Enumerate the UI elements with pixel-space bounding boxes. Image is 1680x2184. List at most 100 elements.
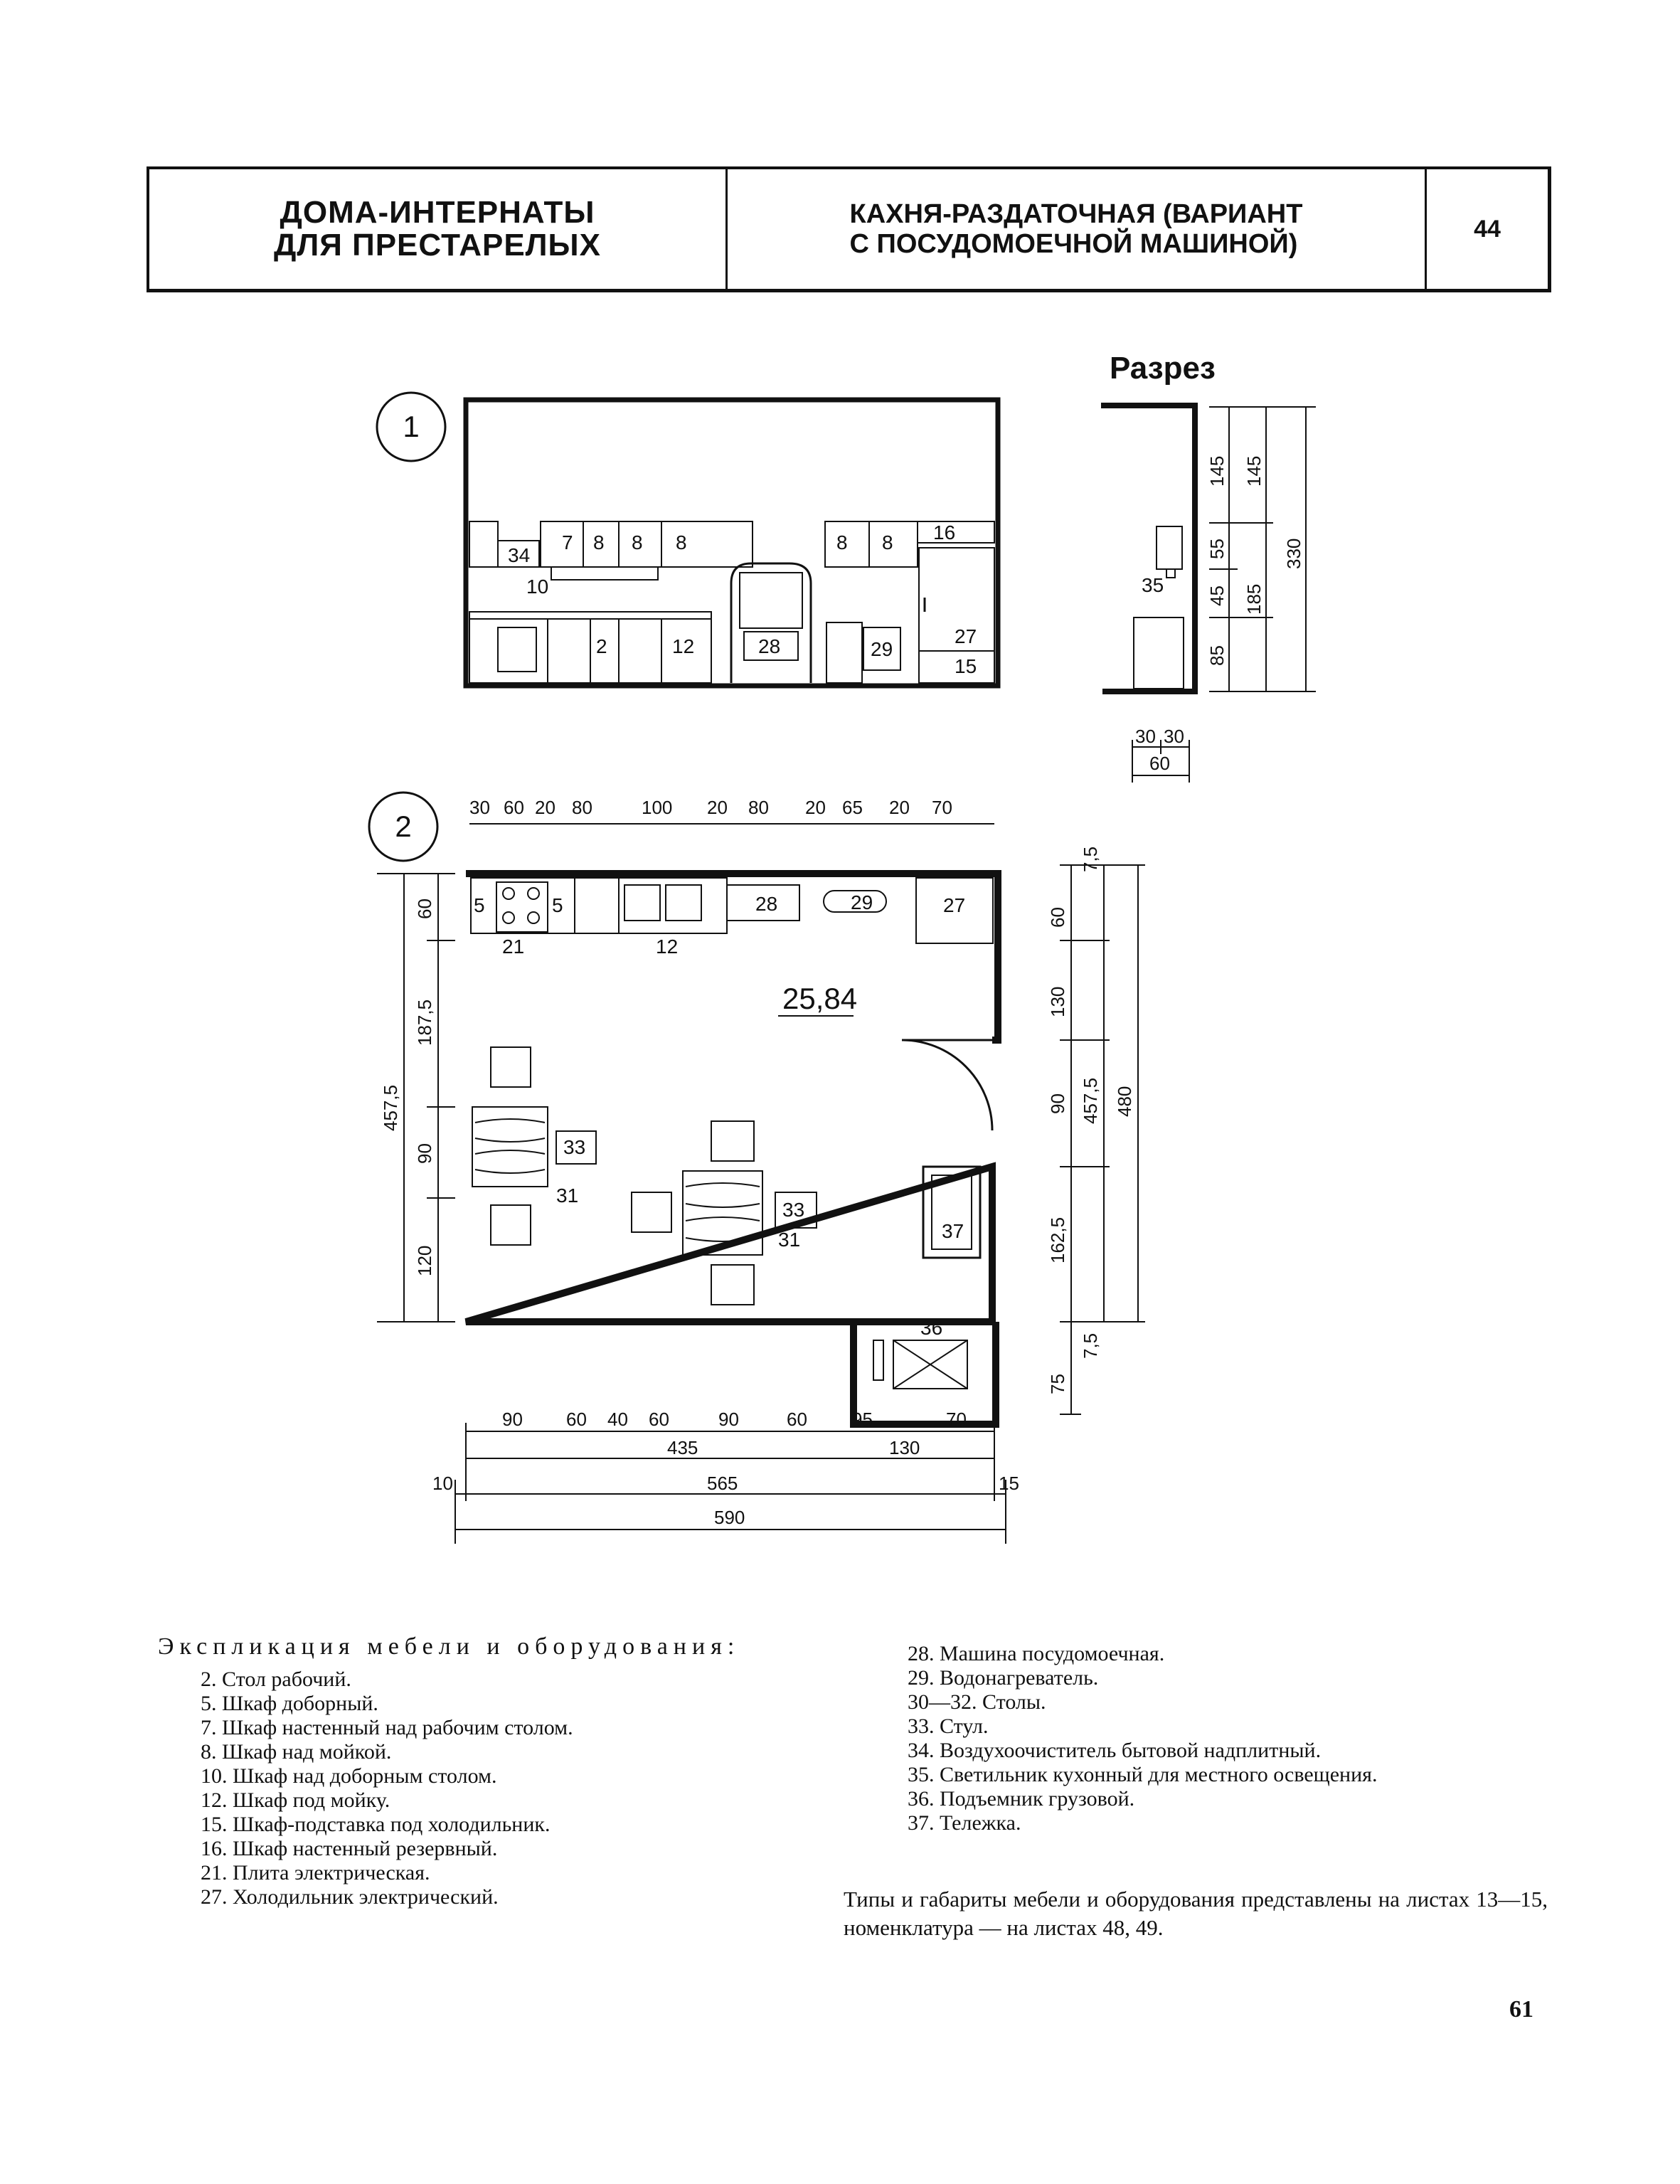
legend-item: 15. Шкаф-подставка под холодильник.	[201, 1813, 551, 1836]
left-dim-120: 120	[414, 1246, 435, 1276]
dishwasher-plan-28	[726, 884, 800, 921]
section-dim-145b: 145	[1243, 456, 1265, 487]
label-8d: 8	[836, 531, 848, 553]
top-dim-100: 100	[642, 797, 672, 818]
section-dim-30b: 30	[1164, 726, 1184, 747]
water-heater-29	[826, 622, 863, 684]
plan-label-28: 28	[755, 893, 777, 915]
bottom-dim-435: 435	[667, 1437, 698, 1458]
sink-bowl-1	[624, 884, 661, 921]
section-title: Разрез	[1110, 351, 1216, 386]
section-wall	[1101, 403, 1198, 694]
series-title-cell: ДОМА-ИНТЕРНАТЫ ДЛЯ ПРЕСТАРЕЛЫХ	[149, 169, 728, 289]
right-dim-480: 480	[1114, 1086, 1135, 1117]
label-7: 7	[562, 531, 573, 553]
legend-item: 34. Воздухоочиститель бытовой надплитный…	[908, 1739, 1322, 1762]
section-dim-45: 45	[1206, 585, 1228, 606]
section-dim-185: 185	[1243, 584, 1265, 615]
bottom-dim-590: 590	[714, 1507, 745, 1528]
trolley-37	[922, 1165, 982, 1259]
legend-note: Типы и габариты мебели и оборудования пр…	[844, 1887, 1548, 1940]
cabinet-34-side	[469, 521, 499, 568]
left-dim-187-5: 187,5	[414, 1000, 435, 1046]
legend-left-column: 2. Стол рабочий. 5. Шкаф доборный. 7. Шк…	[201, 1668, 573, 1909]
legend-item: 5. Шкаф доборный.	[201, 1692, 378, 1715]
chair-33a	[555, 1130, 597, 1165]
top-dim-20c: 20	[805, 797, 826, 818]
legend-item: 37. Тележка.	[908, 1811, 1021, 1835]
sink-bowl-2	[665, 884, 702, 921]
label-35: 35	[1142, 574, 1164, 596]
legend-item: 28. Машина посудомоечная.	[908, 1642, 1165, 1665]
chair-33b	[775, 1192, 817, 1229]
left-dim-60: 60	[414, 898, 435, 919]
bottom-dim-60b: 60	[649, 1409, 669, 1430]
table-31a	[472, 1106, 548, 1187]
page-number: 61	[1509, 1996, 1533, 2023]
label-8e: 8	[882, 531, 893, 553]
right-dim-90: 90	[1047, 1093, 1068, 1114]
plan-label-5b: 5	[552, 894, 563, 916]
right-dim-60: 60	[1047, 907, 1068, 928]
left-dim-457-5: 457,5	[380, 1085, 401, 1131]
sheet-number: 44	[1474, 215, 1501, 243]
plan-label-21: 21	[502, 935, 524, 958]
lift-36	[893, 1340, 968, 1389]
stand-15	[918, 650, 995, 684]
plan-label-5a: 5	[474, 894, 485, 916]
section-base-cabinet	[1133, 617, 1184, 689]
legend-item: 8. Шкаф над мойкой.	[201, 1740, 392, 1764]
title-block: ДОМА-ИНТЕРНАТЫ ДЛЯ ПРЕСТАРЕЛЫХ КАХНЯ-РАЗ…	[147, 166, 1551, 292]
plan-label-31a: 31	[556, 1184, 578, 1207]
cabinet-16	[917, 521, 995, 544]
legend-item: 29. Водонагреватель.	[908, 1666, 1099, 1690]
lift-shaft-walls	[850, 1322, 999, 1428]
section-dim-85: 85	[1206, 645, 1228, 666]
bottom-dim-90b: 90	[718, 1409, 739, 1430]
plan-label-31b: 31	[778, 1229, 800, 1251]
cabinet-10	[551, 566, 659, 581]
legend-item: 36. Подъемник грузовой.	[908, 1787, 1135, 1811]
section-upper-cabinet	[1156, 526, 1183, 570]
legend-item: 2. Стол рабочий.	[201, 1668, 351, 1691]
upper-cabinets-right	[824, 521, 918, 568]
bottom-dim-90a: 90	[502, 1409, 523, 1430]
plan-label-33b: 33	[782, 1199, 804, 1221]
air-purifier-34	[497, 540, 540, 568]
bottom-dim-70: 70	[946, 1409, 967, 1430]
label-12: 12	[672, 635, 694, 657]
top-dim-65: 65	[842, 797, 863, 818]
top-dim-20b: 20	[707, 797, 728, 818]
chair-1	[490, 1046, 531, 1088]
top-dim-20d: 20	[889, 797, 910, 818]
top-dim-20a: 20	[535, 797, 555, 818]
section-dim-30a: 30	[1135, 726, 1156, 747]
legend-item: 33. Стул.	[908, 1714, 989, 1738]
chair-2	[490, 1204, 531, 1246]
right-dim-162-5: 162,5	[1047, 1217, 1068, 1263]
stove-21	[496, 881, 548, 933]
label-8c: 8	[676, 531, 687, 553]
bottom-dim-60c: 60	[787, 1409, 807, 1430]
kitchen-drawing: 1 34 7 8 8 8 10 2 12 28 8 8	[368, 351, 1316, 1544]
dishwasher-28	[730, 562, 812, 683]
top-dim-30: 30	[469, 797, 490, 818]
bottom-dim-565: 565	[707, 1473, 738, 1494]
section-lamp-35	[1166, 568, 1176, 578]
view-marker-2	[368, 791, 439, 862]
legend-item: 12. Шкаф под мойку.	[201, 1788, 390, 1812]
view-marker-1	[376, 391, 447, 462]
bottom-dim-10: 10	[432, 1473, 453, 1494]
room-area: 25,84	[782, 982, 857, 1015]
top-dim-60: 60	[504, 797, 524, 818]
plan-view: 2 5 5 21 12 28 29 27 25,84 33	[368, 791, 1145, 1544]
label-28: 28	[758, 635, 780, 657]
top-dim-80b: 80	[748, 797, 769, 818]
label-10: 10	[526, 576, 548, 598]
left-dim-90: 90	[414, 1143, 435, 1164]
sheet-title-cell: КАХНЯ-РАЗДАТОЧНАЯ (ВАРИАНТ С ПОСУДОМОЕЧН…	[728, 169, 1427, 289]
legend-item: 27. Холодильник электрический.	[201, 1885, 499, 1909]
label-16: 16	[933, 521, 955, 544]
oven-21	[497, 627, 537, 672]
section-dim-145a: 145	[1206, 456, 1228, 487]
